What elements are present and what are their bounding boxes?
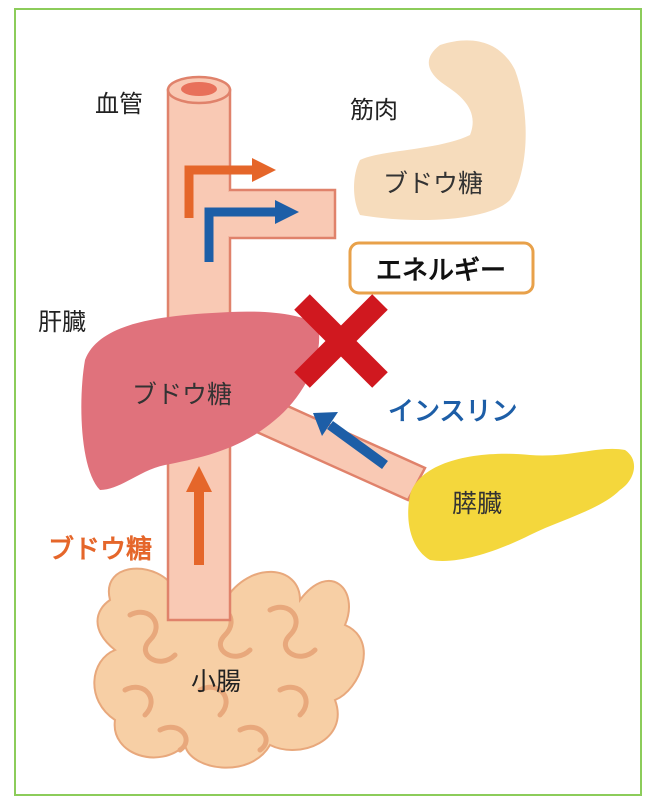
liver-glucose-label: ブドウ糖 xyxy=(132,380,232,409)
blue-insulin-arrow xyxy=(327,420,388,470)
cross-mark-icon xyxy=(294,294,388,388)
liver-icon xyxy=(81,311,320,490)
blood-vessel-label: 血管 xyxy=(95,90,143,118)
small-intestine-label: 小腸 xyxy=(191,667,241,696)
insulin-label: インスリン xyxy=(388,397,517,427)
blue-arrow-to-muscle xyxy=(204,207,278,262)
muscle-arm-icon xyxy=(354,40,526,221)
muscle-glucose-label: ブドウ糖 xyxy=(383,169,483,198)
glucose-intestine-label: ブドウ糖 xyxy=(48,534,152,565)
pancreas-label: 膵臓 xyxy=(452,489,502,518)
pancreas-icon xyxy=(408,448,635,561)
muscle-label: 筋肉 xyxy=(350,96,398,124)
energy-box xyxy=(348,241,535,295)
energy-label: エネルギー xyxy=(376,256,506,286)
liver-label: 肝臓 xyxy=(38,308,86,336)
orange-arrow-to-muscle xyxy=(184,165,255,218)
